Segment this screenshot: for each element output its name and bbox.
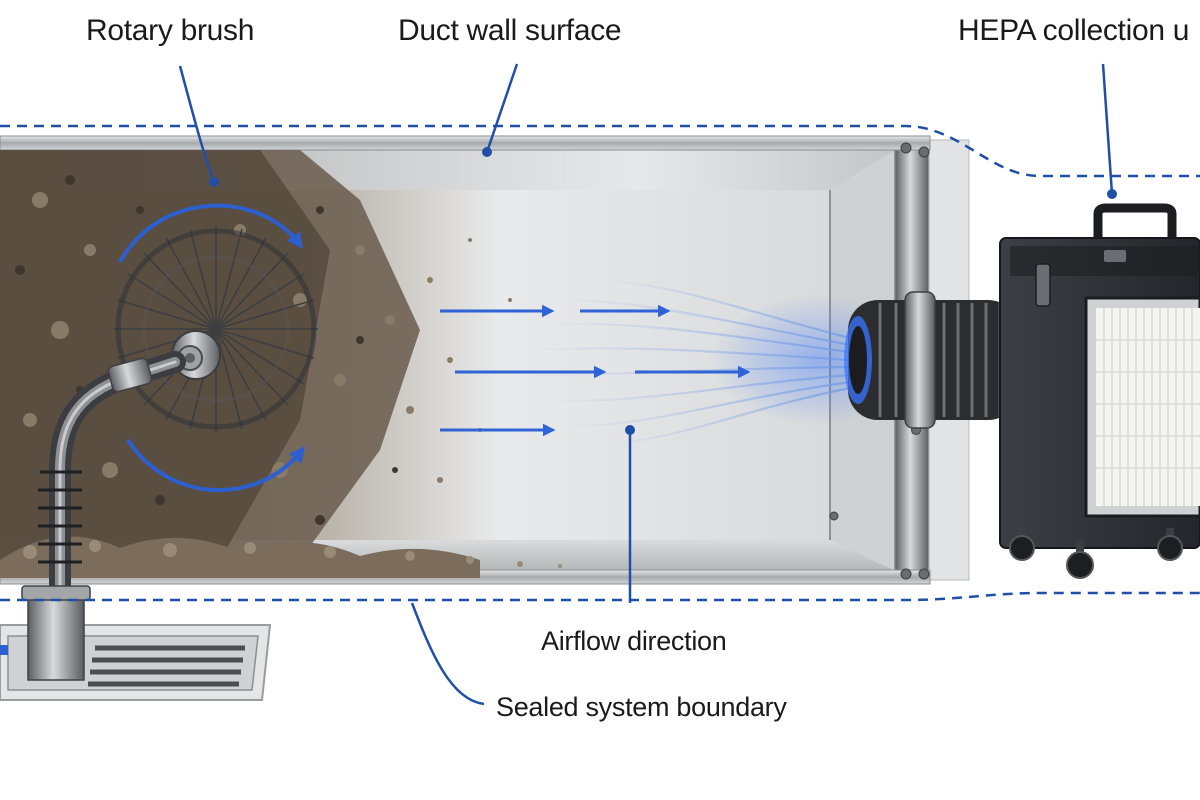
leader-hepa: [1101, 63, 1114, 195]
label-rotary-brush: Rotary brush: [86, 14, 255, 47]
sealed-boundary-line: [0, 124, 1200, 602]
hose-coupler: [107, 357, 153, 393]
hepa-hose-ribs: [878, 303, 1002, 417]
leader-lines: [178, 63, 1117, 706]
floor-vent-grille-icon: [0, 585, 272, 701]
leader-boundary: [410, 602, 485, 706]
vent-slats: [88, 645, 245, 687]
label-duct-wall-surface: Duct wall surface: [398, 14, 622, 47]
label-sealed-system-boundary: Sealed system boundary: [496, 692, 787, 722]
leader-rotary-brush: [178, 65, 216, 183]
rotation-arrow: [126, 438, 305, 492]
hepa-wheels: [1009, 528, 1183, 579]
vent-pipe: [27, 589, 85, 681]
hepa-unit-icon: [844, 203, 1200, 579]
hose-ribs: [38, 470, 82, 564]
hepa-handle: [1093, 203, 1177, 238]
leader-duct-wall: [485, 63, 519, 153]
filter-pleats: [1096, 308, 1200, 506]
airflow-arrows: [440, 304, 751, 437]
boundary-bottom: [0, 591, 1200, 602]
boundary-top: [0, 124, 1200, 178]
label-hepa-collection-unit: HEPA collection u: [958, 14, 1190, 47]
hepa-clamp: [904, 291, 936, 429]
label-airflow-direction: Airflow direction: [541, 626, 727, 656]
rotation-arrow: [118, 203, 303, 263]
flex-hose-icon: [38, 351, 186, 631]
